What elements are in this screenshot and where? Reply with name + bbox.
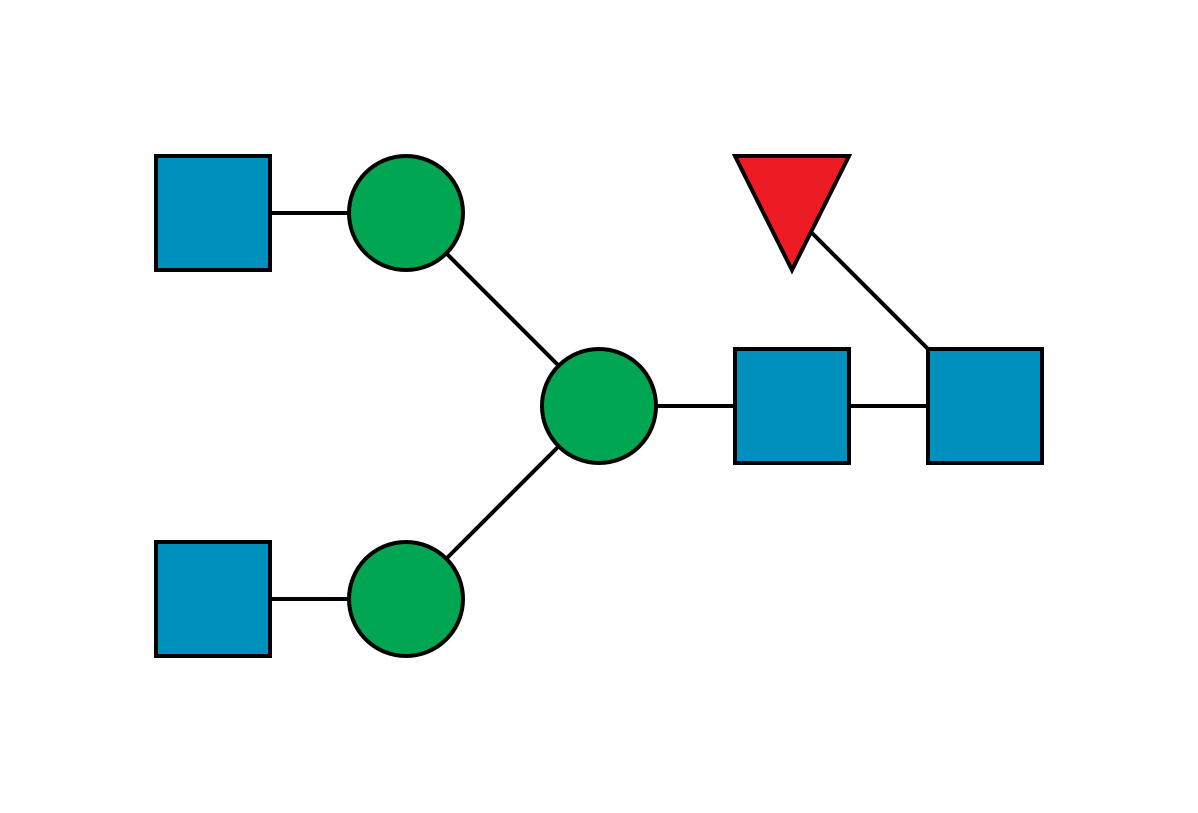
edge-man-bottom-man-core: [445, 445, 560, 560]
edge-man-top-man-core: [445, 252, 560, 367]
man-bottom-circle: [347, 540, 465, 658]
fucose-triangle: [731, 154, 853, 275]
glcnac-core-2-square: [926, 347, 1044, 465]
man-top-circle: [347, 154, 465, 272]
glcnac-bottom-left-square: [154, 540, 272, 658]
glcnac-core-1-square: [733, 347, 851, 465]
nodes-layer: [154, 154, 1044, 658]
edges-layer: [270, 211, 930, 601]
man-core-circle: [540, 347, 658, 465]
glcnac-top-left-square: [154, 154, 272, 272]
edge-fuc-glcnac-core-2: [810, 231, 930, 351]
